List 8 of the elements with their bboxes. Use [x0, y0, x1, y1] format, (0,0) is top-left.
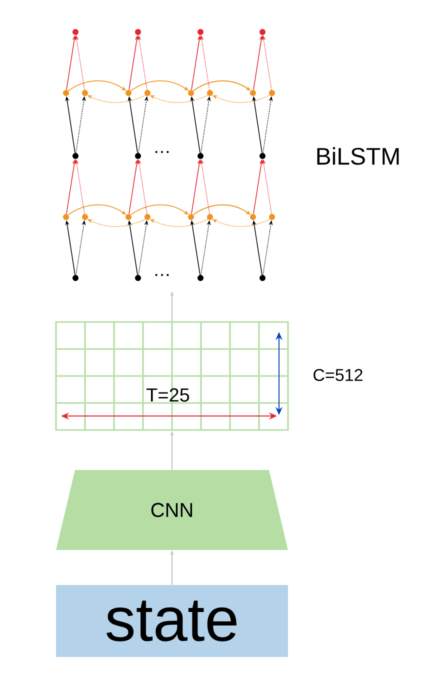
ellipsis: …: [155, 151, 169, 153]
ellipsis: …: [155, 274, 169, 276]
layer-label: BiLSTM: [317, 147, 399, 165]
trapezoid-block: CNN: [56, 470, 288, 550]
dimension-label: T=25: [146, 388, 190, 402]
input-box: state: [56, 585, 288, 657]
dimension-label: C=512: [314, 368, 362, 382]
feature-grid: [55, 321, 289, 431]
